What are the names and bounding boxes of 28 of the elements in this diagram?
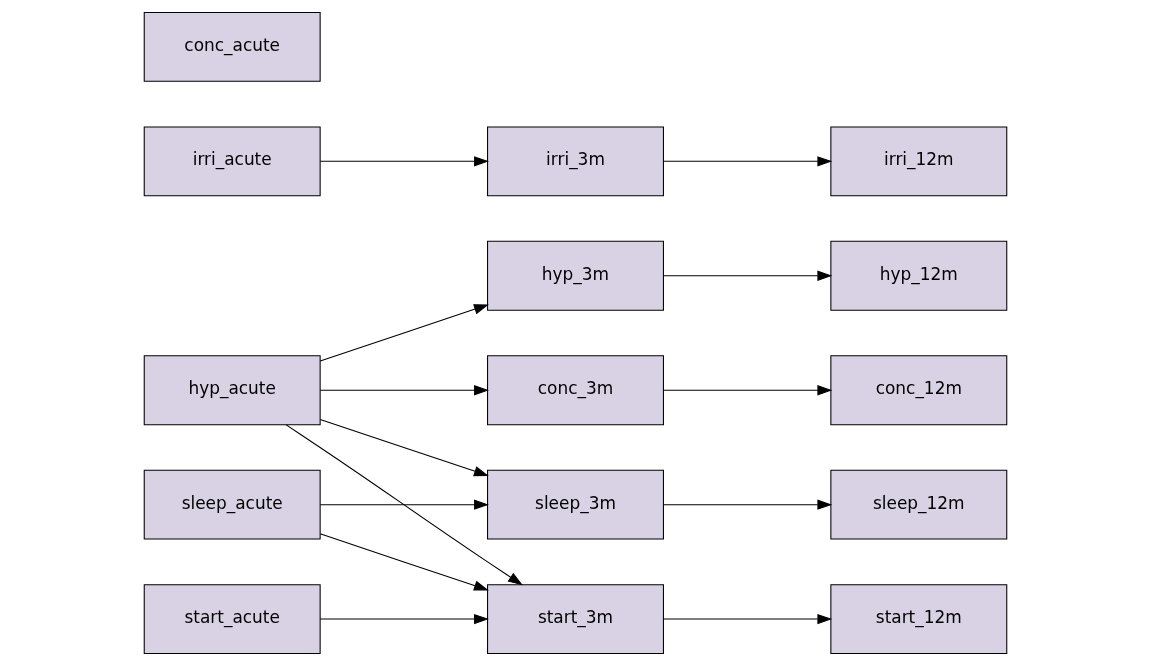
arrow [319, 533, 489, 591]
node-box: start_12m [830, 584, 1008, 655]
node-box: irri_3m [487, 126, 664, 197]
arrow [319, 418, 489, 477]
node-box: conc_12m [830, 355, 1008, 426]
arrow [319, 304, 489, 362]
arrow [319, 385, 489, 396]
node-box: irri_acute [143, 126, 321, 197]
node-box: sleep_3m [487, 469, 664, 540]
node-box: hyp_12m [830, 240, 1008, 311]
arrow [663, 499, 833, 510]
arrow [319, 156, 489, 167]
arrow [663, 156, 833, 167]
node-box: start_3m [487, 584, 664, 655]
arrow [319, 613, 489, 625]
node-box: sleep_acute [143, 469, 321, 540]
arrow [663, 613, 833, 625]
arrow [663, 270, 833, 281]
arrow [319, 499, 489, 510]
node-box: sleep_12m [830, 469, 1008, 540]
node-box: irri_12m [830, 126, 1008, 197]
node-box: conc_3m [487, 355, 664, 426]
node-box: hyp_3m [487, 240, 664, 311]
arrow [285, 424, 523, 586]
node-box: conc_acute [143, 11, 321, 82]
node-box: hyp_acute [143, 355, 321, 426]
node-box: start_acute [143, 584, 321, 655]
arrow [663, 385, 833, 396]
